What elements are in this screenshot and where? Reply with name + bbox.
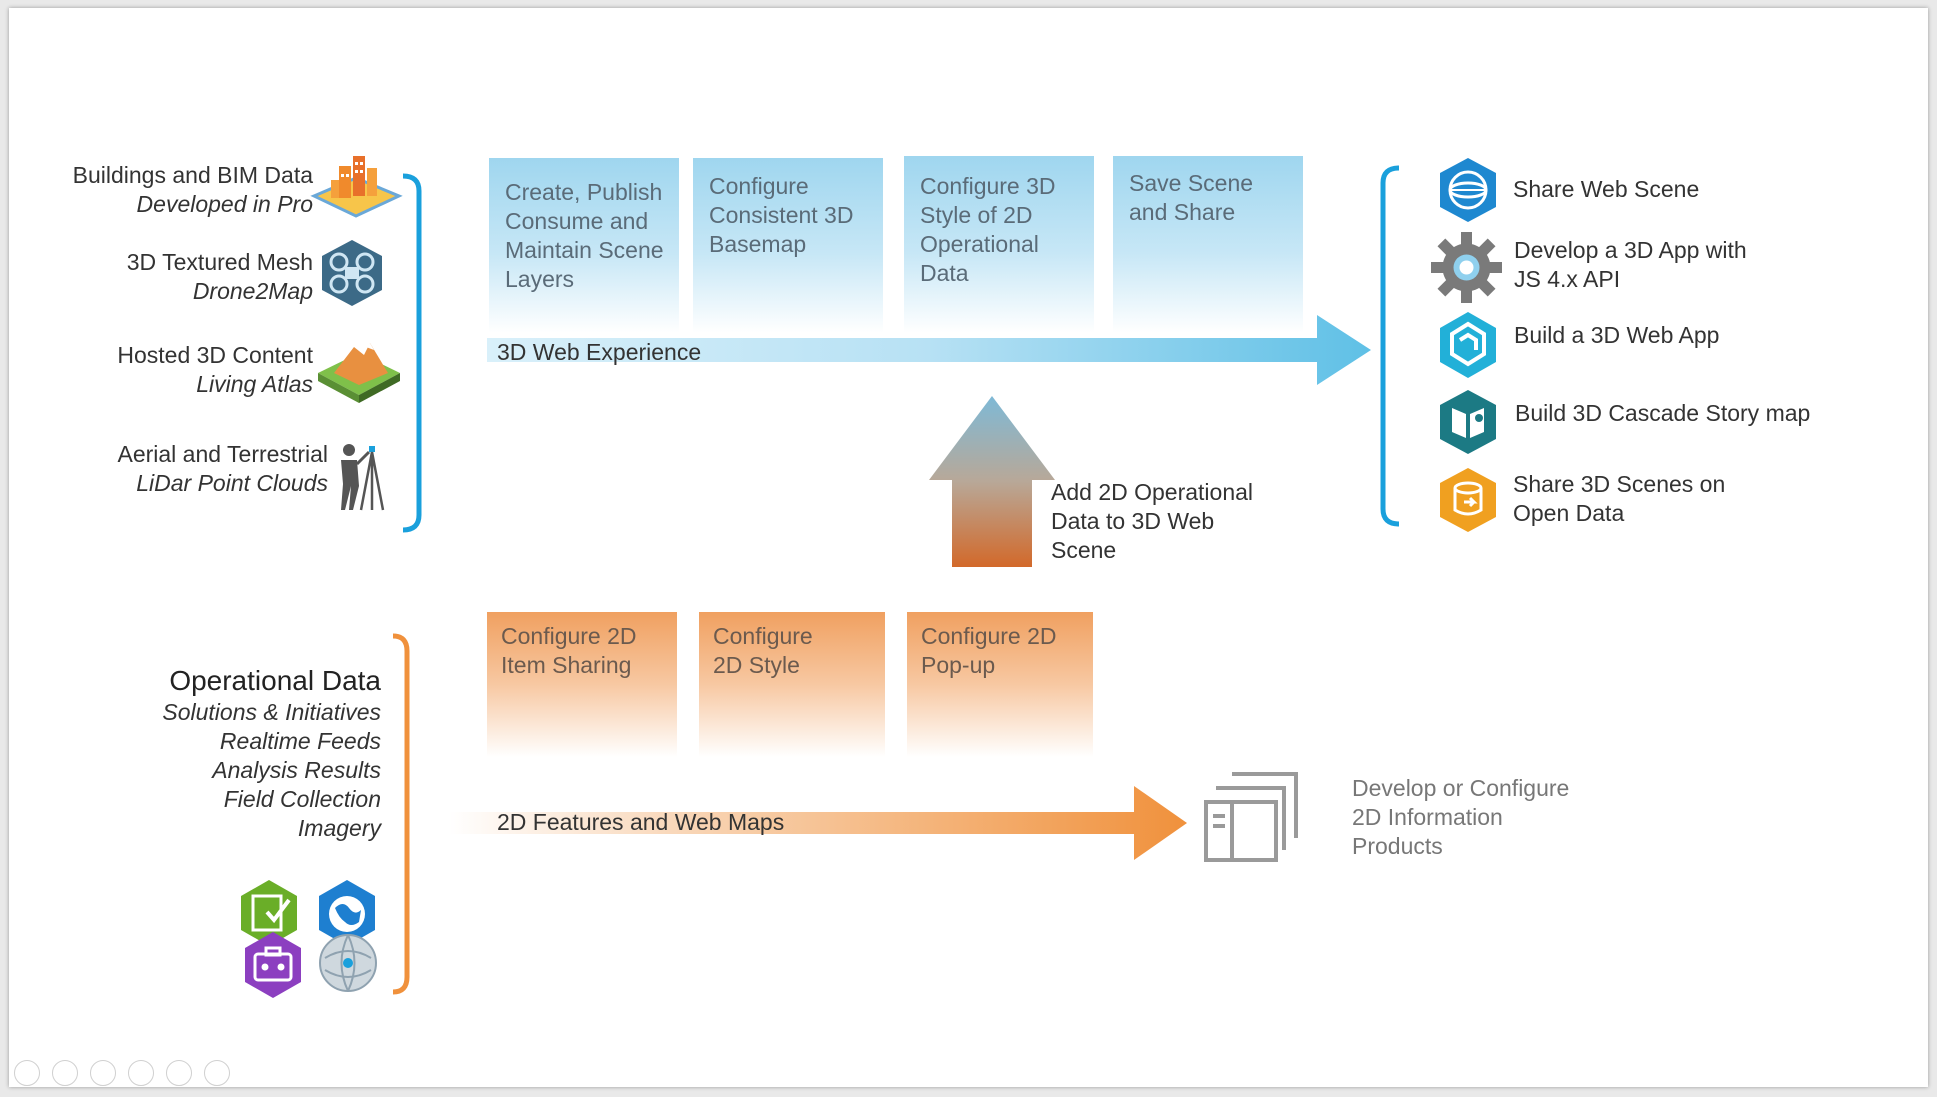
- sources-bracket: [402, 173, 422, 533]
- source-subtitle: Living Atlas: [196, 371, 313, 397]
- operational-data-block: Operational Data Solutions & Initiatives…: [41, 664, 381, 843]
- output-2d-info-products: Develop or Configure 2D Information Prod…: [1352, 775, 1570, 859]
- arrow-3d-label: 3D Web Experience: [497, 339, 702, 365]
- previous-slide-button[interactable]: [14, 1060, 40, 1086]
- operational-item: Solutions & Initiatives: [162, 699, 381, 725]
- slide: Buildings and BIM Data Developed in Pro …: [9, 8, 1928, 1087]
- operational-bracket: [392, 633, 410, 995]
- arrow-3d: [487, 315, 1371, 385]
- operational-item: Analysis Results: [212, 757, 381, 783]
- web-appbuilder-icon: [1440, 312, 1496, 378]
- see-all-slides-button[interactable]: [128, 1060, 154, 1086]
- arrow-2d-label: 2D Features and Web Maps: [497, 809, 785, 835]
- up-arrow-label: Add 2D Operational Data to 3D Web Scene: [1051, 479, 1254, 563]
- outputs-bracket: [1380, 165, 1400, 527]
- source-title: 3D Textured Mesh: [126, 249, 313, 275]
- output-cascade-story-map: Build 3D Cascade Story map: [1515, 400, 1811, 426]
- source-title: Buildings and BIM Data: [72, 162, 313, 188]
- open-data-icon: [1440, 468, 1496, 532]
- source-subtitle: LiDar Point Clouds: [136, 470, 328, 496]
- step-2d-popup: Configure 2D Pop-up: [907, 612, 1093, 757]
- step-3d-basemap: Configure Consistent 3D Basemap: [693, 158, 883, 333]
- more-options-button[interactable]: [204, 1060, 230, 1086]
- source-label-lidar: Aerial and Terrestrial LiDar Point Cloud…: [9, 440, 328, 498]
- output-build-3d-web-app: Build a 3D Web App: [1514, 322, 1720, 348]
- source-subtitle: Drone2Map: [192, 278, 313, 304]
- operational-item: Field Collection: [223, 786, 381, 812]
- source-label-living-atlas: Hosted 3D Content Living Atlas: [9, 341, 313, 399]
- arrow-2d: [449, 786, 1187, 860]
- source-title: Hosted 3D Content: [117, 342, 313, 368]
- zoom-button[interactable]: [166, 1060, 192, 1086]
- output-share-web-scene: Share Web Scene: [1513, 176, 1700, 202]
- next-slide-button[interactable]: [52, 1060, 78, 1086]
- output-develop-3d-app: Develop a 3D App with JS 4.x API: [1514, 237, 1747, 292]
- output-open-data: Share 3D Scenes on Open Data: [1513, 471, 1726, 526]
- operational-item: Imagery: [297, 815, 381, 841]
- source-title: Aerial and Terrestrial: [117, 441, 328, 467]
- step-3d-scene-layers: Create, Publish Consume and Maintain Sce…: [489, 158, 679, 333]
- step-3d-style: Configure 3D Style of 2D Operational Dat…: [904, 156, 1094, 333]
- arrow-up-2d-to-3d: [929, 396, 1055, 567]
- step-2d-item-sharing: Configure 2D Item Sharing: [487, 612, 677, 757]
- operational-item: Realtime Feeds: [219, 728, 381, 754]
- globe-app-icon: [319, 880, 375, 946]
- drone-icon: [322, 240, 382, 306]
- source-label-bim: Buildings and BIM Data Developed in Pro: [9, 161, 313, 219]
- source-subtitle: Developed in Pro: [136, 191, 313, 217]
- surveyor-icon: [341, 444, 385, 511]
- terrain-icon: [318, 343, 400, 403]
- step-3d-save-share: Save Scene and Share: [1113, 156, 1303, 333]
- workforce-toolbox-icon: [245, 932, 301, 998]
- city-buildings-icon: [310, 156, 403, 218]
- windows-app-icon: [1204, 772, 1298, 862]
- gear-icon: [1431, 232, 1502, 303]
- web-scene-globe-icon: [1440, 158, 1496, 222]
- survey123-icon: [241, 880, 297, 946]
- story-map-icon: [1440, 390, 1496, 454]
- operational-title: Operational Data: [169, 665, 381, 696]
- step-2d-style: Configure 2D Style: [699, 612, 885, 757]
- source-label-mesh: 3D Textured Mesh Drone2Map: [9, 248, 313, 306]
- pen-tool-button[interactable]: [90, 1060, 116, 1086]
- network-globe-icon: [319, 934, 377, 992]
